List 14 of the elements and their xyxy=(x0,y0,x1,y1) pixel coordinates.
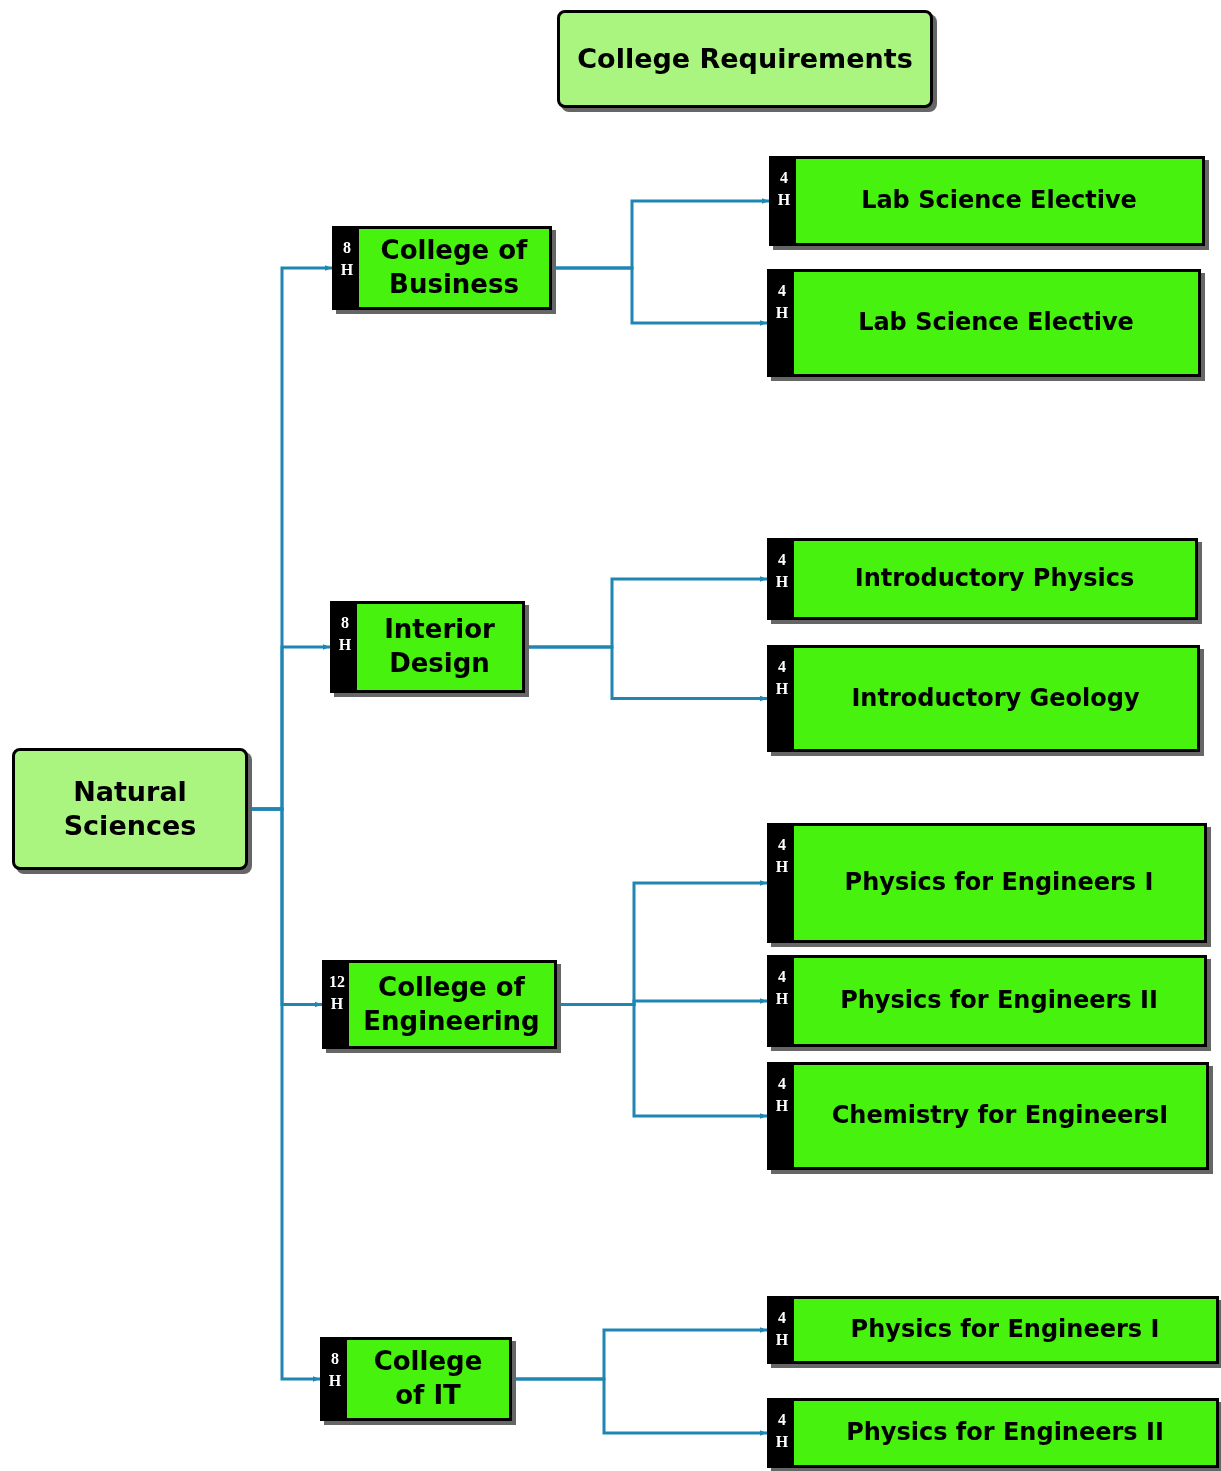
credit-hours: 4 H xyxy=(774,281,790,324)
credit-hours: 8 H xyxy=(337,613,353,656)
credit-hours: 4 H xyxy=(774,550,790,593)
course-box: 4 H Physics for Engineers II xyxy=(767,1398,1219,1468)
credit-hours: 4 H xyxy=(774,967,790,1010)
credit-hours: 12 H xyxy=(328,972,346,1015)
credit-hours: 4 H xyxy=(776,168,792,211)
credit-hours: 4 H xyxy=(774,1410,790,1453)
credit-hours: 4 H xyxy=(774,1074,790,1117)
credit-hours: 8 H xyxy=(327,1349,343,1392)
credit-hours: 8 H xyxy=(339,238,355,281)
credit-hours: 4 H xyxy=(774,657,790,700)
credit-hours: 4 H xyxy=(774,1308,790,1351)
credit-hours: 4 H xyxy=(774,835,790,878)
